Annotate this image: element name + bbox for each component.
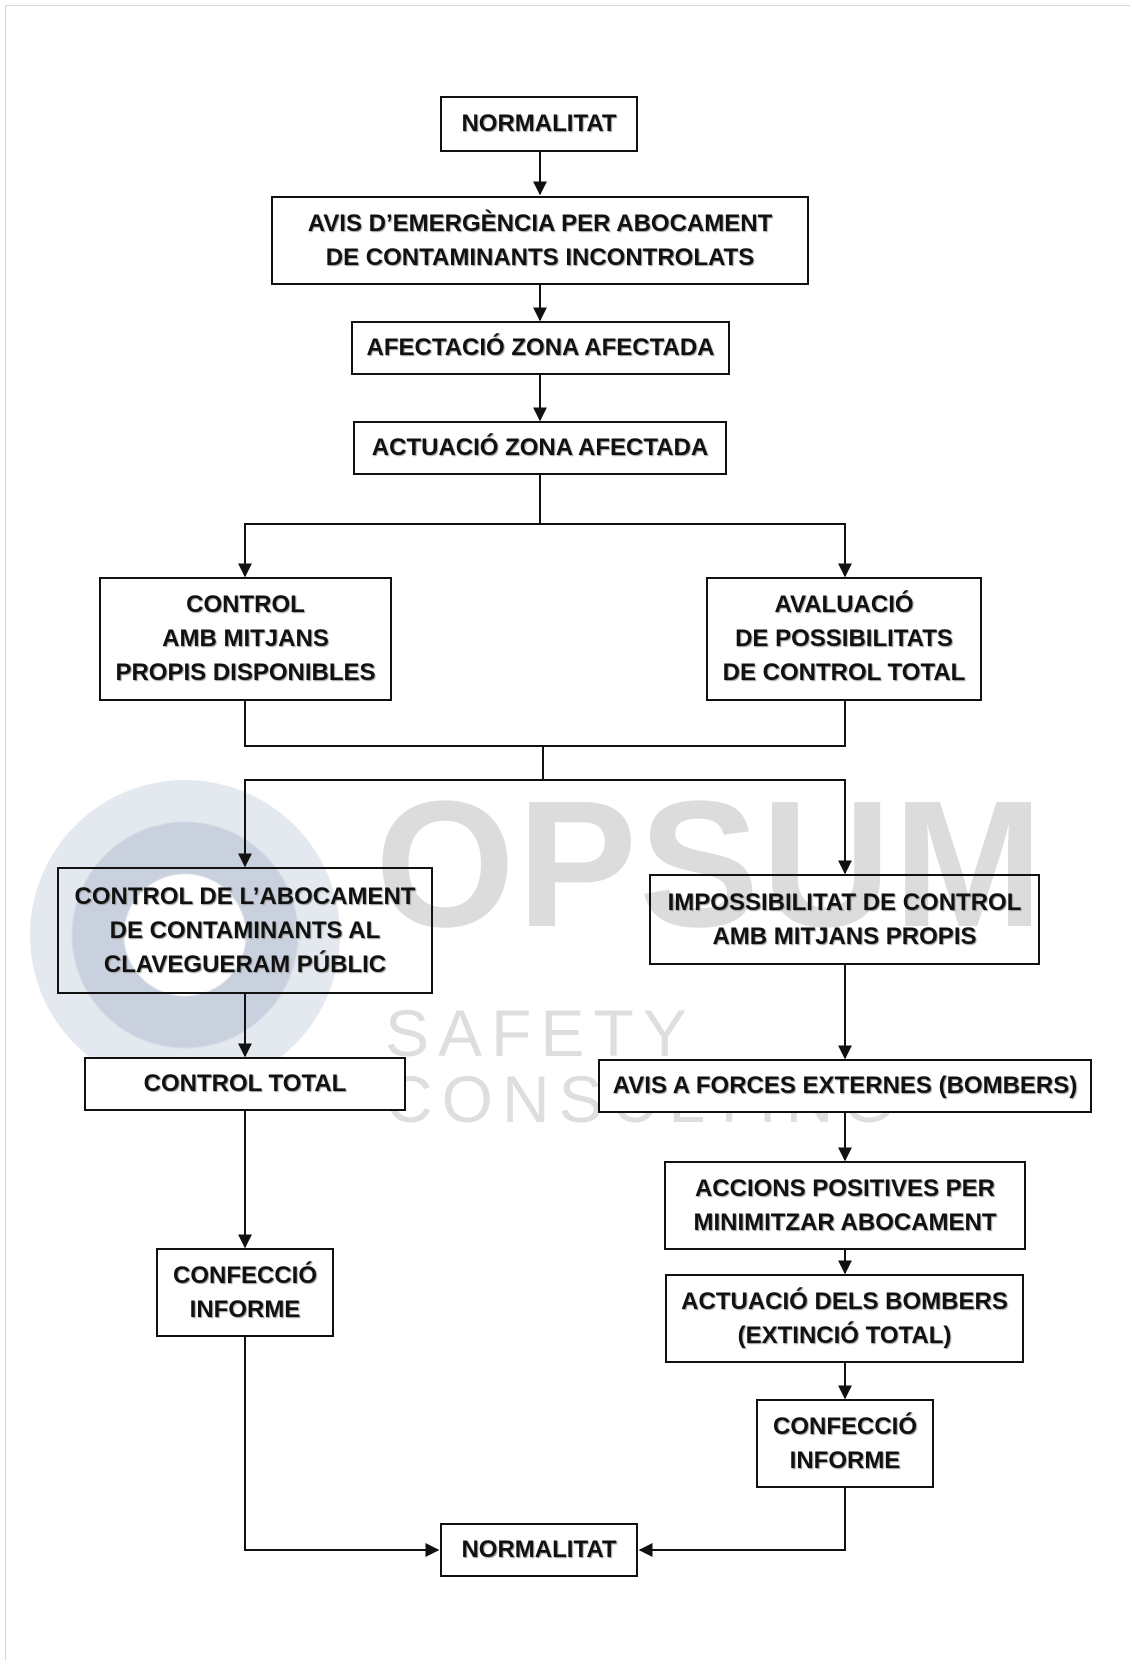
node-confeccio-left: CONFECCIÓ INFORME [156, 1248, 334, 1337]
watermark-brand: OPSUM [375, 764, 1046, 965]
link-merge-to-impossibilitat [543, 779, 852, 875]
page-border [5, 5, 1130, 1660]
link-split-to-avaluacio [540, 523, 852, 578]
node-actuacio-bombers: ACTUACIÓ DELS BOMBERS (EXTINCIÓ TOTAL) [665, 1274, 1024, 1363]
node-impossibilitat: IMPOSSIBILITAT DE CONTROL AMB MITJANS PR… [649, 874, 1040, 965]
node-afectacio-zona: AFECTACIÓ ZONA AFECTADA [351, 321, 730, 375]
node-avaluacio: AVALUACIÓ DE POSSIBILITATS DE CONTROL TO… [706, 577, 982, 701]
link-confeccio-right-to-normalitat [638, 1487, 846, 1557]
node-avis-forces: AVIS A FORCES EXTERNES (BOMBERS) [598, 1059, 1092, 1113]
node-normalitat-top: NORMALITAT [440, 96, 638, 152]
node-control-total: CONTROL TOTAL [84, 1057, 406, 1111]
link-merge-to-control-abocament [238, 779, 543, 868]
node-accions-positives: ACCIONS POSITIVES PER MINIMITZAR ABOCAME… [664, 1161, 1026, 1250]
link-confeccio-left-to-normalitat [244, 1336, 440, 1557]
node-control-mitjans: CONTROL AMB MITJANS PROPIS DISPONIBLES [99, 577, 392, 701]
link-split-to-control-mitjans [238, 523, 540, 578]
watermark-logo-icon [30, 780, 340, 1090]
node-confeccio-right: CONFECCIÓ INFORME [756, 1399, 934, 1488]
node-control-abocament: CONTROL DE L’ABOCAMENT DE CONTAMINANTS A… [57, 867, 433, 994]
node-avis-emergencia: AVIS D’EMERGÈNCIA PER ABOCAMENT DE CONTA… [271, 196, 809, 285]
node-actuacio-zona: ACTUACIÓ ZONA AFECTADA [353, 421, 727, 475]
link-control-mitjans-merge [244, 700, 846, 747]
node-normalitat-bottom: NORMALITAT [440, 1523, 638, 1577]
